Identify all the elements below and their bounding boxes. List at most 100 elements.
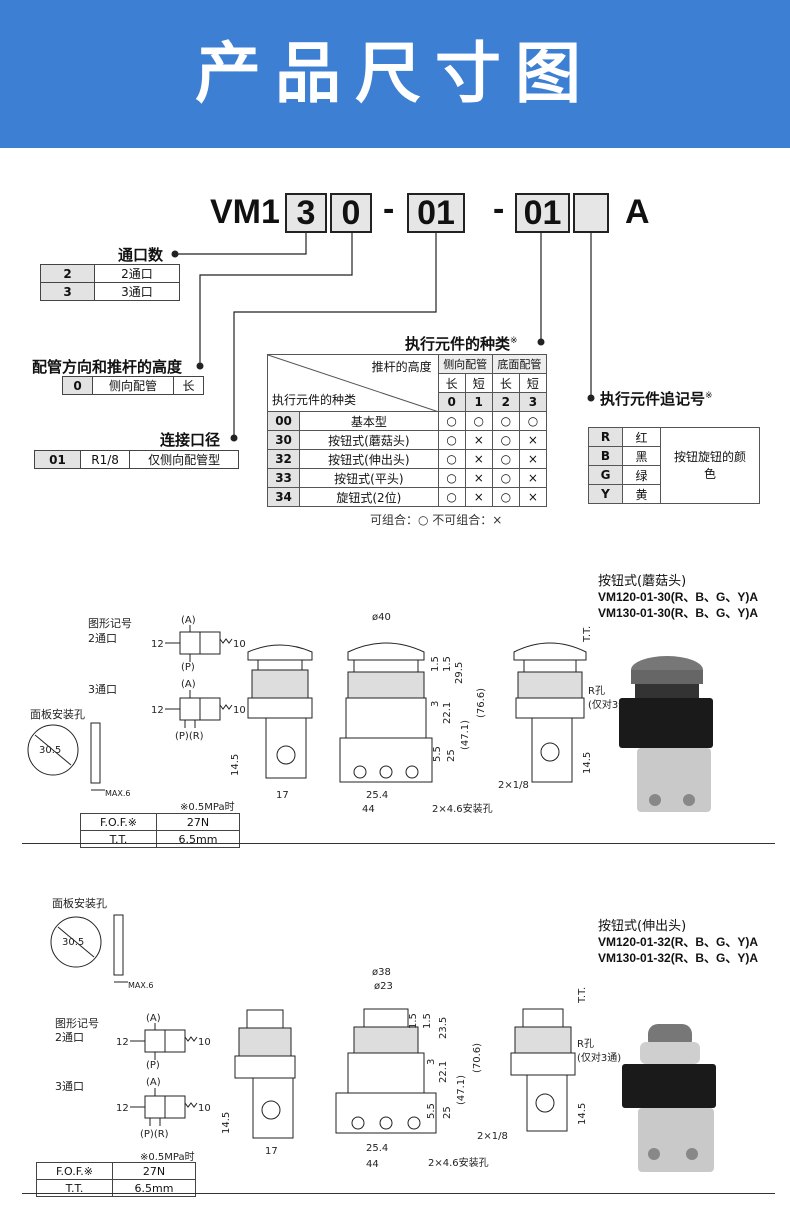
variant1-panel-hole-drawing: 30.5 MAX.6 — [27, 722, 131, 798]
fof-label: F.O.F.※ — [80, 813, 157, 831]
variant1-three-port: 3通口 — [88, 683, 117, 696]
variant1-title: 按钮式(蘑菇头) — [598, 574, 687, 589]
dim-25: 25 — [446, 749, 457, 762]
dim-76-6: (76.6) — [476, 688, 487, 718]
title-banner — [0, 0, 790, 148]
actuator-mark-cell: × — [518, 468, 548, 488]
model-dash-1: - — [383, 190, 395, 228]
variant2-right-view: T.T. R孔 (仅对3通) 2×1/8 14.5 — [477, 987, 621, 1142]
dim-1-5a: 1.5 — [408, 1013, 419, 1029]
dim-22-1: 22.1 — [438, 1061, 449, 1083]
dim-14-5b: 14.5 — [577, 1103, 588, 1125]
dim-44: 44 — [362, 804, 375, 815]
variant1-front-view: ø40 44 25.4 1.5 1.5 29.5 3 22.1 (47.1) (… — [339, 612, 487, 815]
actuator-name: 基本型 — [299, 411, 439, 431]
model-suffix: A — [625, 193, 650, 231]
sym-pr: (P)(R) — [140, 1129, 169, 1140]
ports-code: 2 — [40, 264, 95, 283]
model-prefix: VM1 — [210, 193, 280, 231]
actuator-mark-cell: ○ — [491, 449, 520, 469]
dim-70-6: (70.6) — [472, 1043, 483, 1073]
actuator-short: 短 — [518, 373, 548, 393]
variant1-spec-table: F.O.F.※27N T.T.6.5mm — [80, 813, 240, 848]
connection-label: 连接口径 — [160, 431, 221, 449]
actuator-label: 执行元件的种类※ — [405, 333, 518, 354]
tt-value: 6.5mm — [156, 830, 240, 848]
dim-r-hole-note: (仅对3通) — [577, 1051, 621, 1064]
actuator-mark-cell: × — [518, 449, 548, 469]
suffix-desc: 按钮旋钮的颜色 — [660, 427, 760, 504]
actuator-bottom: 底面配管 — [491, 354, 548, 374]
actuator-header-cell: 推杆的高度 执行元件的种类 — [267, 354, 440, 413]
suffix-label: 执行元件追记号※ — [600, 388, 713, 409]
dim-25-4: 25.4 — [366, 790, 388, 801]
model-dash-2: - — [493, 190, 505, 228]
section-divider-2 — [22, 1193, 775, 1194]
dim-14-5: 14.5 — [221, 1112, 232, 1134]
actuator-col-code: 0 — [437, 392, 466, 412]
actuator-name: 按钮式(蘑菇头) — [299, 430, 439, 450]
dim-25: 25 — [442, 1106, 453, 1119]
actuator-mark-cell: ○ — [491, 487, 520, 507]
header-diagonal — [267, 354, 440, 413]
dim-23-5: 23.5 — [438, 1017, 449, 1039]
piping-label: 配管方向和推杆的高度 — [32, 358, 183, 376]
tt-value: 6.5mm — [112, 1179, 196, 1197]
table-row: F.O.F.※27N — [36, 1162, 196, 1180]
section-divider-1 — [22, 843, 775, 844]
dim-3: 3 — [430, 701, 441, 707]
actuator-mark-cell: × — [518, 430, 548, 450]
variant1-pressure-note: ※0.5MPa时 — [180, 802, 235, 813]
variant1-symbol-2port: (A) (P) 12 10 — [151, 615, 246, 673]
actuator-code: 34 — [266, 487, 301, 507]
dim-47-1: (47.1) — [460, 720, 471, 750]
variant1-model-b: VM130-01-30(R、B、G、Y)A — [598, 606, 759, 620]
fof-value: 27N — [156, 813, 240, 831]
dim-3: 3 — [426, 1059, 437, 1065]
variant2-three-port: 3通口 — [55, 1080, 84, 1093]
actuator-mark-cell: × — [464, 449, 493, 469]
sym-12: 12 — [116, 1037, 129, 1048]
actuator-name: 按钮式(平头) — [299, 468, 439, 488]
dim-17: 17 — [265, 1146, 278, 1157]
variant2-symbol-3port: (A) (P)(R) 12 10 — [116, 1077, 211, 1140]
actuator-mark-cell: ○ — [464, 411, 493, 431]
model-box-ports: 3 — [285, 193, 327, 233]
actuator-long: 长 — [437, 373, 466, 393]
suffix-code: G — [588, 465, 623, 485]
variant2-front-view: ø38 ø23 25.4 44 1.5 1.5 23.5 3 22.1 (47.… — [335, 967, 483, 1170]
table-row: 推杆的高度 执行元件的种类 侧向配管 底面配管 — [267, 354, 548, 413]
actuator-mark-cell: ○ — [491, 411, 520, 431]
sym-10: 10 — [198, 1037, 211, 1048]
dim-top: ø38 — [372, 967, 391, 978]
panel-max: MAX.6 — [105, 789, 131, 798]
variant1-model-a: VM120-01-30(R、B、G、Y)A — [598, 590, 759, 604]
dim-r-hole: R孔 — [577, 1038, 594, 1050]
ports-text: 2通口 — [94, 264, 180, 283]
suffix-code: R — [588, 427, 623, 447]
sym-12: 12 — [116, 1103, 129, 1114]
variant2-mount-holes: 2×4.6安装孔 — [428, 1158, 489, 1169]
page-title: 产品尺寸图 — [195, 35, 595, 112]
actuator-col-code: 1 — [464, 392, 493, 412]
dim-14-5b: 14.5 — [582, 752, 593, 774]
variant2-panel-hole-drawing: 30.5 MAX.6 — [50, 914, 154, 990]
ports-text: 3通口 — [94, 282, 180, 301]
ports-label: 通口数 — [118, 246, 164, 264]
actuator-mark-cell: × — [464, 487, 493, 507]
variant2-vertical-dims: 1.5 1.5 23.5 3 22.1 (47.1) (70.6) 5.5 25 — [408, 1013, 483, 1119]
sym-10: 10 — [233, 639, 246, 650]
piping-code: 0 — [62, 376, 93, 395]
variant2-side-view: 14.5 17 — [221, 1009, 296, 1157]
dim-top2: ø23 — [374, 981, 393, 992]
dim-47-1: (47.1) — [456, 1075, 467, 1105]
dim-top: ø40 — [372, 612, 391, 623]
dim-14-5: 14.5 — [230, 754, 241, 776]
actuator-name: 旋钮式(2位) — [299, 487, 439, 507]
dim-5-5: 5.5 — [432, 746, 443, 762]
suffix-label-text: 执行元件追记号 — [600, 390, 706, 408]
